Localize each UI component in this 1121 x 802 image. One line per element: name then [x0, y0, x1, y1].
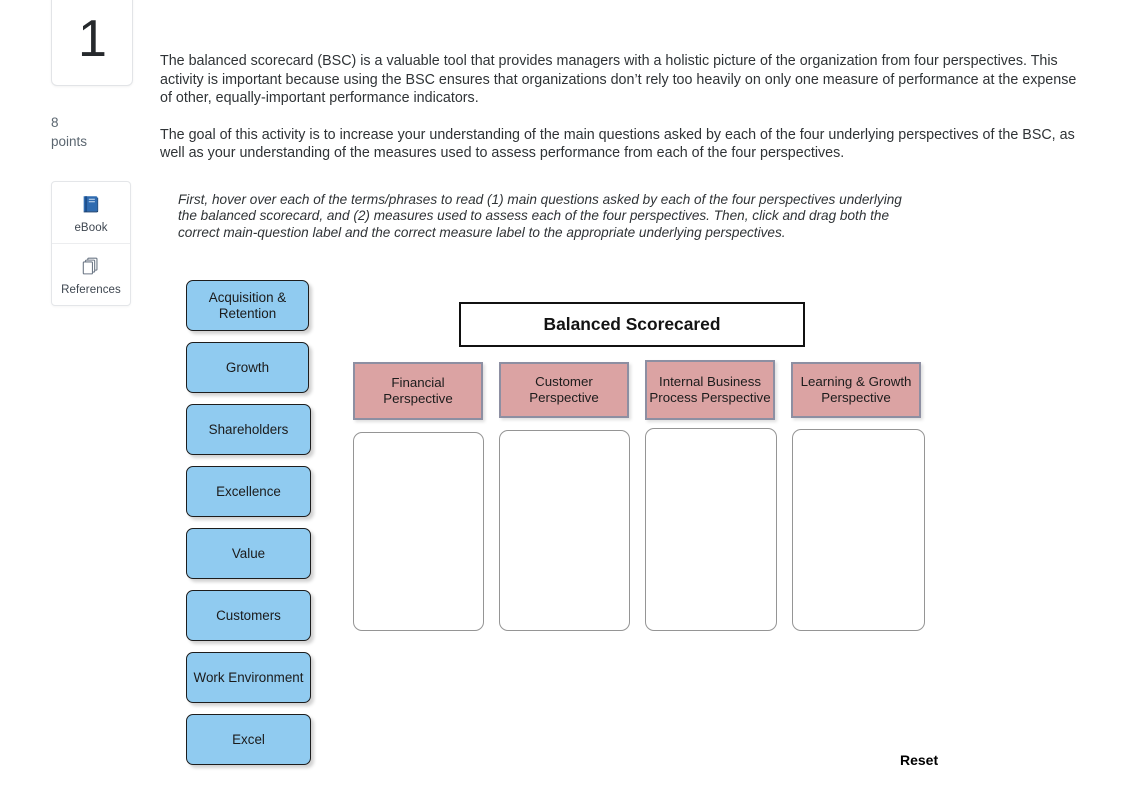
scorecard-title-box: Balanced Scorecared: [459, 302, 805, 347]
term-tile[interactable]: Customers: [186, 590, 311, 641]
term-tile[interactable]: Shareholders: [186, 404, 311, 455]
scorecard-title: Balanced Scorecared: [543, 314, 721, 334]
intro-paragraph-1: The balanced scorecard (BSC) is a valuab…: [160, 53, 1077, 107]
references-label: References: [61, 284, 121, 296]
drop-zone-customer[interactable]: [499, 430, 630, 631]
perspective-header-learning-growth: Learning & Growth Perspective: [791, 362, 921, 418]
perspective-header-internal-business-process: Internal Business Process Perspective: [645, 360, 775, 420]
ebook-resource-button[interactable]: eBook: [52, 182, 130, 243]
question-number: 1: [78, 10, 107, 68]
points-value: 8: [51, 115, 59, 130]
reset-button[interactable]: Reset: [900, 752, 939, 768]
term-tile[interactable]: Acquisition & Retention: [186, 280, 309, 331]
pages-stack-icon: [54, 255, 128, 281]
term-tile[interactable]: Excellence: [186, 466, 311, 517]
book-icon: [54, 193, 128, 219]
term-tile[interactable]: Growth: [186, 342, 309, 393]
drop-zone-internal-business-process[interactable]: [645, 428, 777, 631]
term-tile-column: Acquisition & Retention Growth Sharehold…: [186, 280, 314, 776]
resource-panel: eBook References: [51, 181, 131, 306]
references-resource-button[interactable]: References: [52, 243, 130, 305]
question-left-rail: 1 8 points eBook: [0, 0, 150, 802]
activity-instructions: First, hover over each of the terms/phra…: [178, 192, 902, 240]
perspective-header-customer: Customer Perspective: [499, 362, 629, 418]
term-tile[interactable]: Work Environment: [186, 652, 311, 703]
term-tile[interactable]: Excel: [186, 714, 311, 765]
intro-paragraphs: The balanced scorecard (BSC) is a valuab…: [160, 52, 1090, 163]
term-tile[interactable]: Value: [186, 528, 311, 579]
ebook-label: eBook: [74, 222, 108, 234]
points-label: points: [51, 134, 88, 150]
drop-zone-financial[interactable]: [353, 432, 484, 631]
intro-paragraph-2: The goal of this activity is to increase…: [160, 126, 1075, 162]
drop-zone-learning-growth[interactable]: [792, 429, 925, 631]
question-number-card: 1: [51, 0, 133, 86]
perspective-header-financial: Financial Perspective: [353, 362, 483, 420]
points-block: 8 points: [51, 113, 141, 151]
